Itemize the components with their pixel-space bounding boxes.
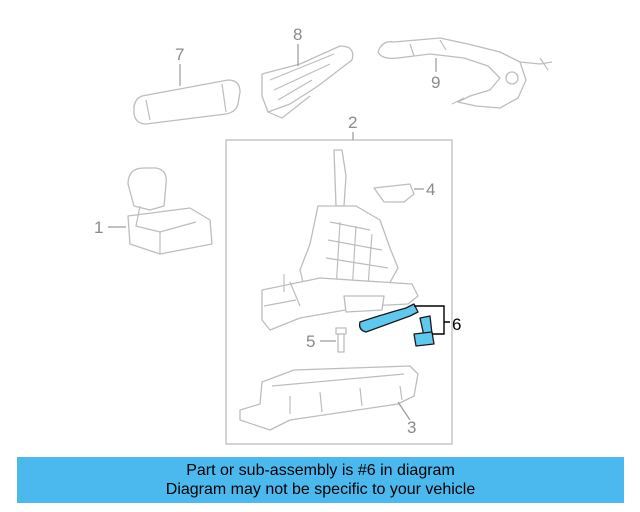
part-1-shift-knob: 1 (94, 167, 213, 255)
part-4-clip: 4 (373, 180, 435, 203)
callout-6: 6 (452, 315, 461, 334)
callout-2: 2 (348, 113, 357, 132)
banner-line-2: Diagram may not be specific to your vehi… (165, 481, 476, 498)
leader-6 (414, 305, 450, 335)
banner-line-1: Part or sub-assembly is #6 in diagram (186, 462, 455, 479)
parts-diagram: 7 8 9 1 2 (94, 25, 553, 445)
shifter-assembly (261, 149, 419, 331)
part-3-base: 3 (239, 365, 419, 437)
part-6-highlighted: 6 (358, 303, 461, 347)
part-2-frame: 2 (225, 113, 453, 445)
callout-9: 9 (431, 73, 440, 92)
part-9-brake-lever: 9 (377, 37, 553, 109)
leader-3 (397, 401, 411, 421)
part-7-grip: 7 (133, 45, 241, 125)
info-banner: Part or sub-assembly is #6 in diagram Di… (17, 457, 624, 503)
part-8-boot: 8 (261, 25, 354, 119)
callout-1: 1 (94, 218, 103, 237)
callout-3: 3 (407, 418, 416, 437)
callout-5: 5 (306, 332, 315, 351)
part-6-bracket (358, 303, 419, 333)
part-5-bolt: 5 (306, 327, 347, 353)
callout-4: 4 (426, 180, 435, 199)
callout-7: 7 (175, 45, 184, 64)
callout-8: 8 (293, 25, 302, 44)
